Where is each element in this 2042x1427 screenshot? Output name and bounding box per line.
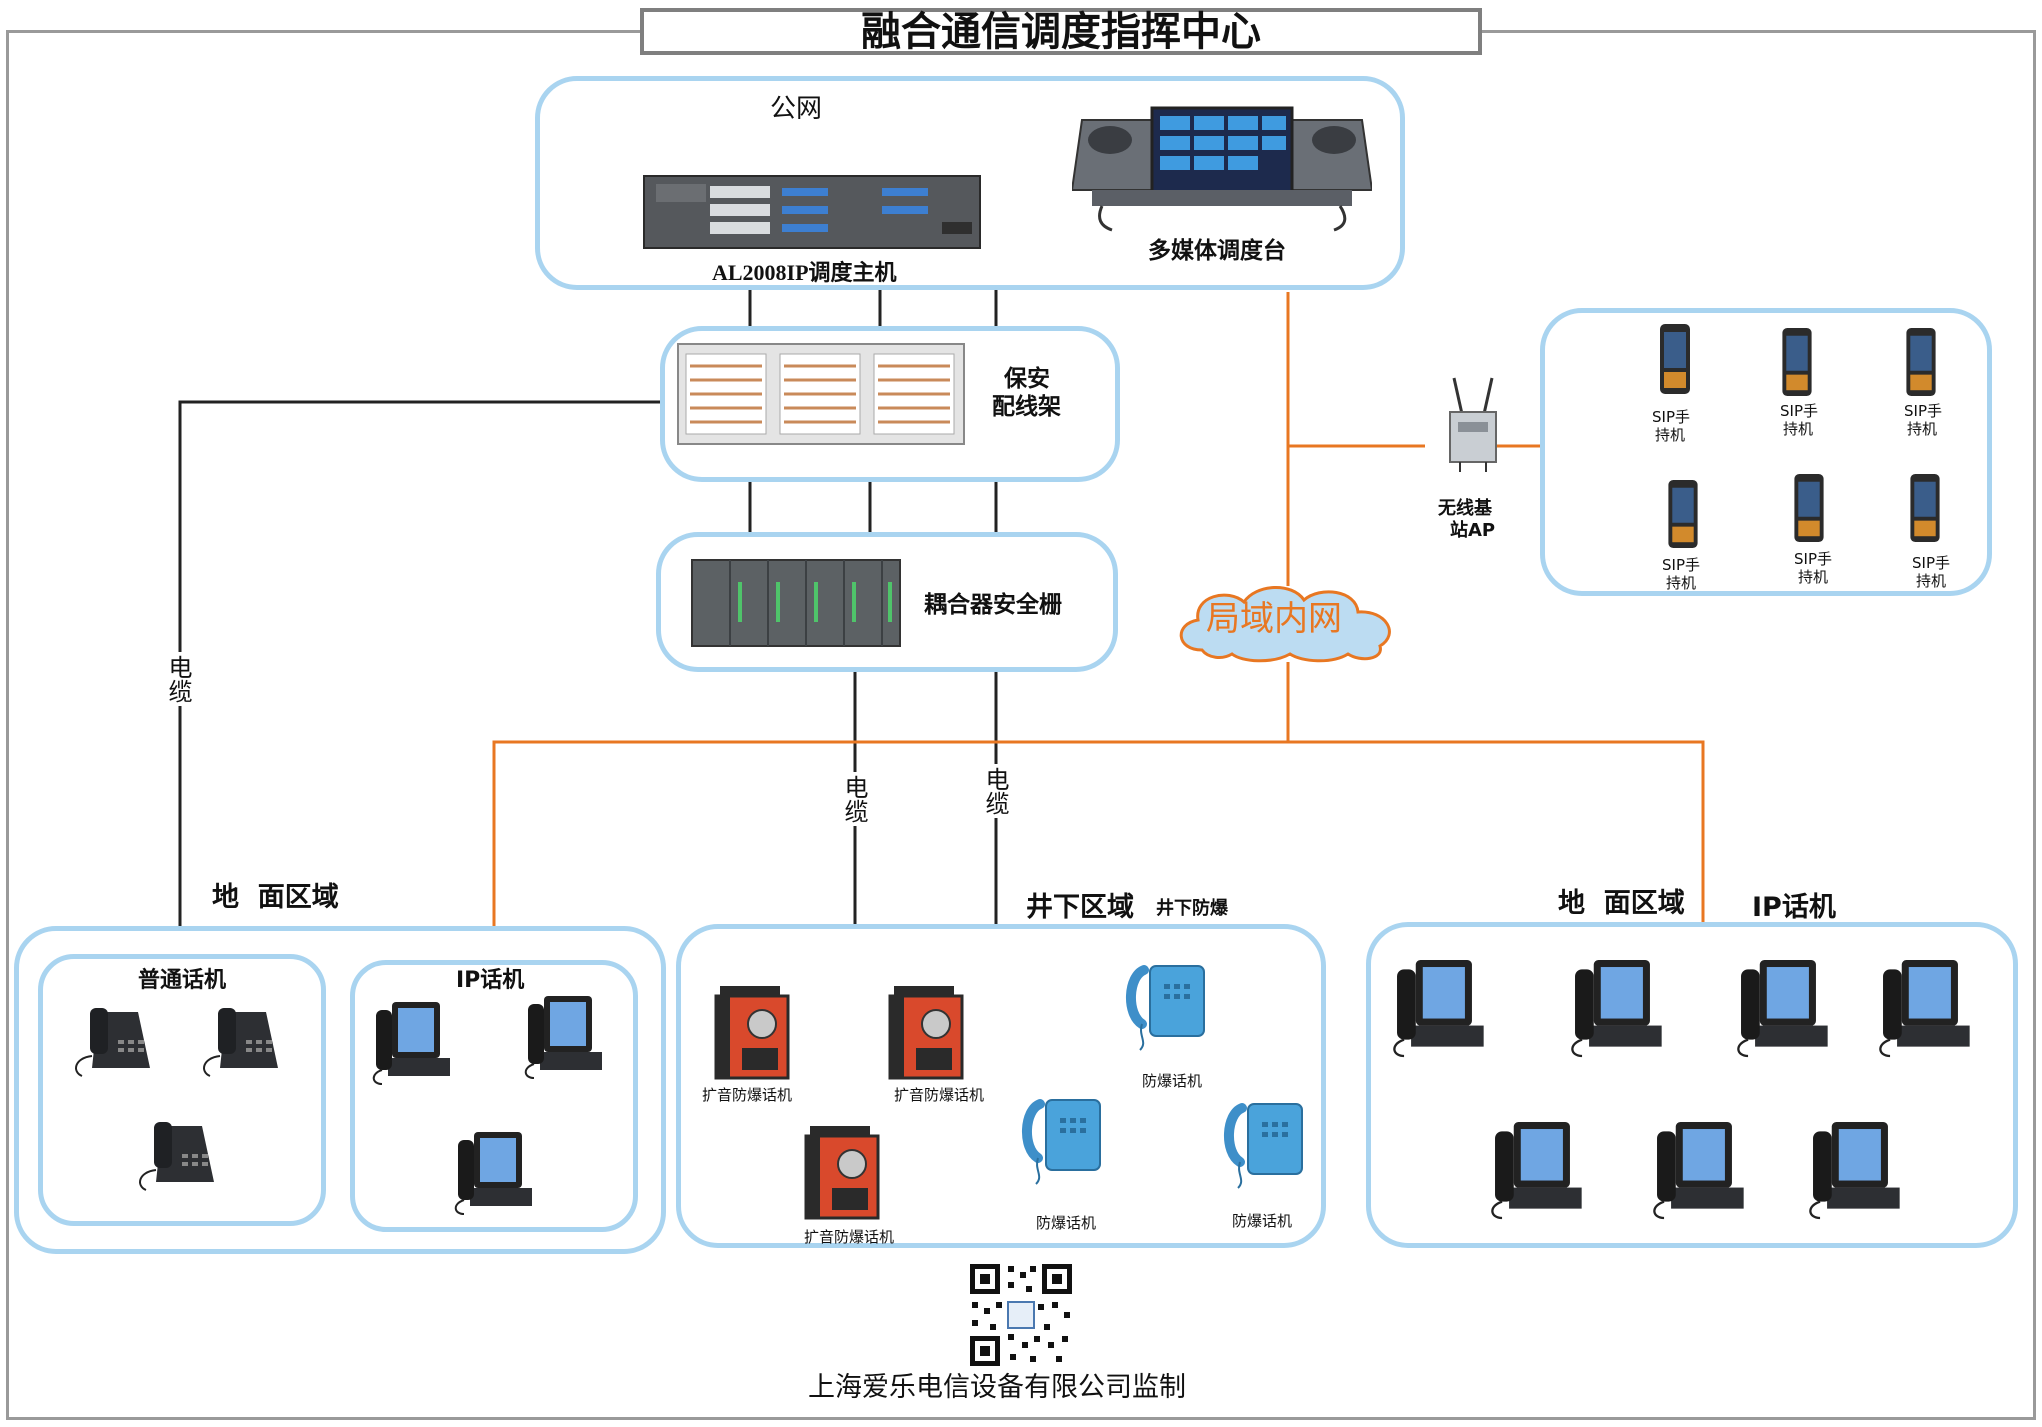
explosion-proof-phone-icon: [1223, 1103, 1303, 1189]
coupler-barrier-icon: [691, 559, 901, 647]
console-label: 多媒体调度台: [1148, 238, 1286, 264]
ex-phone-label-2: 防爆话机: [1036, 1214, 1097, 1232]
sip-label-2b: 持机: [1783, 420, 1814, 438]
sip-handset-icon: [1794, 473, 1824, 543]
ip-phone-icon: [1571, 960, 1662, 1058]
analog-phone-title: 普通话机: [138, 968, 227, 993]
sip-handset-icon: [1906, 327, 1936, 397]
sip-handset-icon: [1660, 324, 1690, 394]
ap-label-1: 无线基: [1438, 498, 1492, 519]
speaker-phone-label-2: 扩音防爆话机: [894, 1086, 985, 1104]
explosion-proof-phone-icon: [1021, 1099, 1101, 1185]
speaker-phone-label-3: 扩音防爆话机: [804, 1228, 895, 1246]
sip-label-4a: SIP手: [1662, 556, 1700, 574]
qr-code-icon: [968, 1262, 1074, 1368]
ip-phone-icon: [1879, 960, 1970, 1058]
wireless-ap-icon: [1449, 377, 1497, 472]
multimedia-console-icon: [1072, 106, 1372, 232]
coupler-label: 耦合器安全栅: [924, 592, 1062, 618]
ip-phone-icon: [454, 1132, 532, 1215]
cable-to-analog-phones: [178, 400, 660, 958]
speaker-explosion-proof-phone-icon: [804, 1126, 880, 1220]
sip-label-3a: SIP手: [1904, 402, 1942, 420]
ex-phone-label-3: 防爆话机: [1232, 1212, 1293, 1230]
lan-cloud-icon: [1179, 586, 1391, 663]
host-label: AL2008IP调度主机: [712, 260, 897, 285]
lan-bus: [492, 740, 1705, 928]
explosion-proof-phone-icon: [1125, 965, 1205, 1051]
left-ip-phone-title: IP话机: [456, 968, 525, 993]
speaker-explosion-proof-phone-icon: [888, 986, 964, 1080]
sip-handset-icon: [1782, 327, 1812, 397]
ip-phone-icon: [372, 1002, 450, 1085]
left-area-title: 地 面区域: [212, 882, 339, 913]
cable-label-mid-2: 电缆: [981, 764, 1009, 818]
right-area-title: 地 面区域: [1558, 888, 1685, 919]
sip-label-6b: 持机: [1916, 572, 1947, 590]
ip-phone-icon: [1491, 1122, 1582, 1220]
sip-label-1a: SIP手: [1652, 408, 1690, 426]
dispatch-host-icon: [643, 175, 981, 249]
right-ip-phone-title: IP话机: [1752, 892, 1836, 923]
page-title: 融合通信调度指挥中心: [640, 8, 1482, 55]
dist-frame-label-2: 配线架: [992, 394, 1061, 420]
ip-phone-icon: [1653, 1122, 1744, 1220]
speaker-phone-label-1: 扩音防爆话机: [702, 1086, 793, 1104]
sip-label-3b: 持机: [1907, 420, 1938, 438]
cable-label-left: 电缆: [164, 652, 192, 706]
distribution-frame-icon: [677, 343, 965, 445]
sip-label-5b: 持机: [1798, 568, 1829, 586]
ap-label-2: 站AP: [1450, 520, 1496, 541]
ip-phone-icon: [1737, 960, 1828, 1058]
sip-label-2a: SIP手: [1780, 402, 1818, 420]
speaker-explosion-proof-phone-icon: [714, 986, 790, 1080]
ip-phone-icon: [1809, 1122, 1900, 1220]
footer-company: 上海爱乐电信设备有限公司监制: [808, 1372, 1186, 1403]
underground-title: 井下区域: [1026, 892, 1134, 923]
dist-frame-label-1: 保安: [1004, 366, 1050, 392]
sip-label-5a: SIP手: [1794, 550, 1832, 568]
ip-phone-icon: [524, 996, 602, 1079]
underground-box: [676, 924, 1326, 1248]
cable-label-mid-1: 电缆: [840, 772, 868, 826]
sip-handset-icon: [1910, 473, 1940, 543]
sip-label-1b: 持机: [1655, 426, 1686, 444]
sip-label-4b: 持机: [1666, 574, 1697, 592]
analog-phone-icon: [203, 1008, 278, 1077]
ex-phone-label-1: 防爆话机: [1142, 1072, 1203, 1090]
sip-handset-icon: [1668, 479, 1698, 549]
ip-phone-icon: [1393, 960, 1484, 1058]
underground-subtitle: 井下防爆: [1156, 898, 1228, 919]
sip-label-6a: SIP手: [1912, 554, 1950, 572]
public-net-label: 公网: [770, 94, 823, 124]
analog-phone-icon: [75, 1008, 150, 1077]
analog-phone-icon: [139, 1122, 214, 1191]
lan-label: 局域内网: [1206, 599, 1342, 639]
